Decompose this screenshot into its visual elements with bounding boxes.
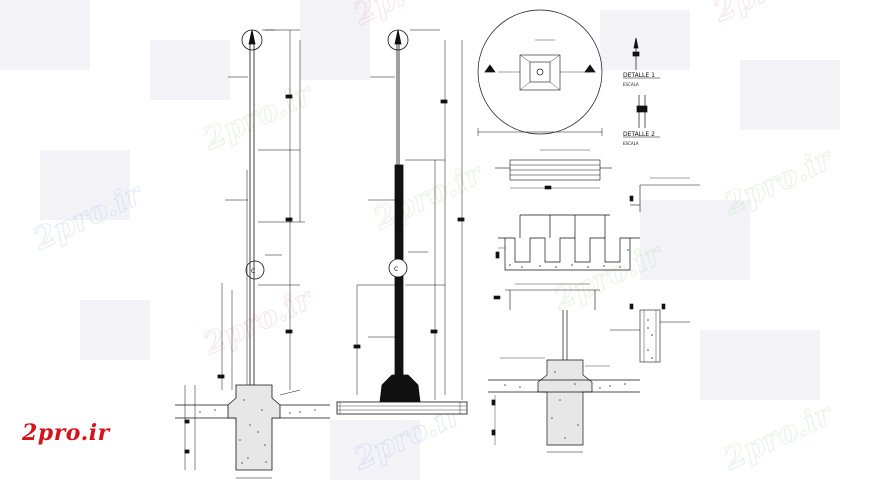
foundation-right-hatch — [504, 371, 626, 439]
beam-section-mid — [493, 283, 600, 310]
watermark-10: 2pro.ir — [718, 396, 840, 478]
svg-text:C: C — [251, 268, 255, 275]
detail-1-2 — [623, 37, 660, 138]
watermark-7: 2pro.ir — [198, 281, 320, 363]
base-plate-plan — [477, 9, 603, 136]
foundation-section-right — [488, 310, 640, 453]
brand-logo: 2pro.ir — [22, 420, 110, 446]
watermark-1: 2pro.ir — [348, 0, 470, 33]
step-detail-right — [629, 177, 700, 212]
trench-hatch — [509, 249, 629, 268]
detail-2-scale: ESCALA — [623, 141, 639, 146]
trench-section — [495, 214, 640, 271]
pole-elevation-left: C — [175, 29, 330, 479]
beam-section-top — [495, 149, 612, 190]
background-tiles — [0, 0, 840, 480]
column-section-right — [610, 303, 690, 363]
detail-1-label: DETALLE 1 — [623, 72, 655, 79]
pole-elevation-middle: C — [336, 29, 468, 415]
watermark-6: 2pro.ir — [718, 141, 840, 223]
watermark-5: 2pro.ir — [368, 156, 490, 238]
column-hatch — [647, 319, 653, 359]
watermark-2: 2pro.ir — [708, 0, 830, 30]
svg-text:C: C — [394, 266, 398, 273]
detail-1-scale: ESCALA — [623, 82, 639, 87]
pole-left-foundation-hatch — [199, 399, 316, 464]
detail-2-label: DETALLE 2 — [623, 131, 655, 138]
